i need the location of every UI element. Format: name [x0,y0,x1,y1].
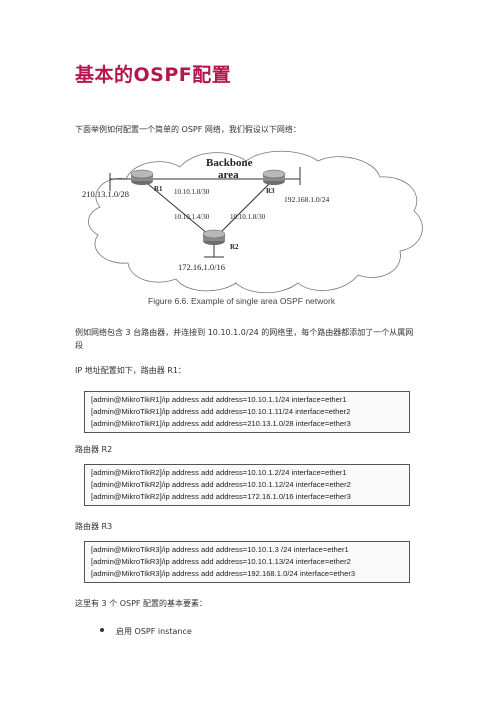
code-line: [admin@MikroTikR3]/ip address add addres… [91,569,356,578]
net-label-r1-r2: 10.10.1.4/30 [174,213,210,221]
code-block-r3: [admin@MikroTikR3]/ip address add addres… [84,541,410,583]
bullet-item: 启用 OSPF instance [116,627,192,636]
router-r2-icon [202,229,226,245]
router-label-r1: R1 [154,185,163,193]
code-line: [admin@MikroTikR1]/ip address add addres… [91,407,351,416]
link-r1-r2 [141,178,215,240]
desc-line-2: 段 [75,341,83,350]
desc-line-1: 例如网络包含 3 台路由器，并连接到 10.10.1.0/24 的网络里，每个路… [75,328,414,337]
router-label-r3: R3 [266,187,275,195]
network-diagram: Backbone area R1 R3 R2 210.13.1.0/28 10.… [82,150,423,294]
cloud-title-line1: Backbone [206,157,253,169]
ip-intro: IP 地址配置如下，路由器 R1： [75,366,186,375]
bullet-dot-icon [100,628,104,632]
code-line: [admin@MikroTikR2]/ip address add addres… [91,468,347,477]
net-label-r1-lan: 210.13.1.0/28 [82,189,129,199]
router-r3-icon [262,169,286,185]
code-block-r1: [admin@MikroTikR1]/ip address add addres… [84,391,410,433]
net-label-r1-r3: 10.10.1.0/30 [174,188,210,196]
net-label-r3-r2: 10.10.1.8/30 [230,213,266,221]
code-line: [admin@MikroTikR1]/ip address add addres… [91,395,347,404]
net-label-r3-lan: 192.168.1.0/24 [284,195,329,204]
cloud-title-line2: area [218,169,239,181]
code-line: [admin@MikroTikR2]/ip address add addres… [91,480,351,489]
backbone-cloud-shape [88,150,423,294]
r2-label: 路由器 R2 [75,445,113,454]
r3-label: 路由器 R3 [75,522,113,531]
router-label-r2: R2 [230,243,239,251]
code-line: [admin@MikroTikR3]/ip address add addres… [91,545,349,554]
link-r3-r2 [213,178,275,240]
code-line: [admin@MikroTikR3]/ip address add addres… [91,557,351,566]
net-label-r2-lan: 172.16.1.0/16 [178,262,225,272]
code-line: [admin@MikroTikR2]/ip address add addres… [91,492,351,501]
intro-paragraph: 下面举例如何配置一个简单的 OSPF 网络，我们假设以下网络： [75,125,301,134]
elements-intro: 这里有 3 个 OSPF 配置的基本要素： [75,599,208,608]
code-line: [admin@MikroTikR1]/ip address add addres… [91,419,351,428]
router-r1-icon [130,169,154,185]
figure-caption: Figure 6.6. Example of single area OSPF … [148,296,336,306]
page-title: 基本的OSPF配置 [75,64,232,86]
code-block-r2: [admin@MikroTikR2]/ip address add addres… [84,464,410,506]
